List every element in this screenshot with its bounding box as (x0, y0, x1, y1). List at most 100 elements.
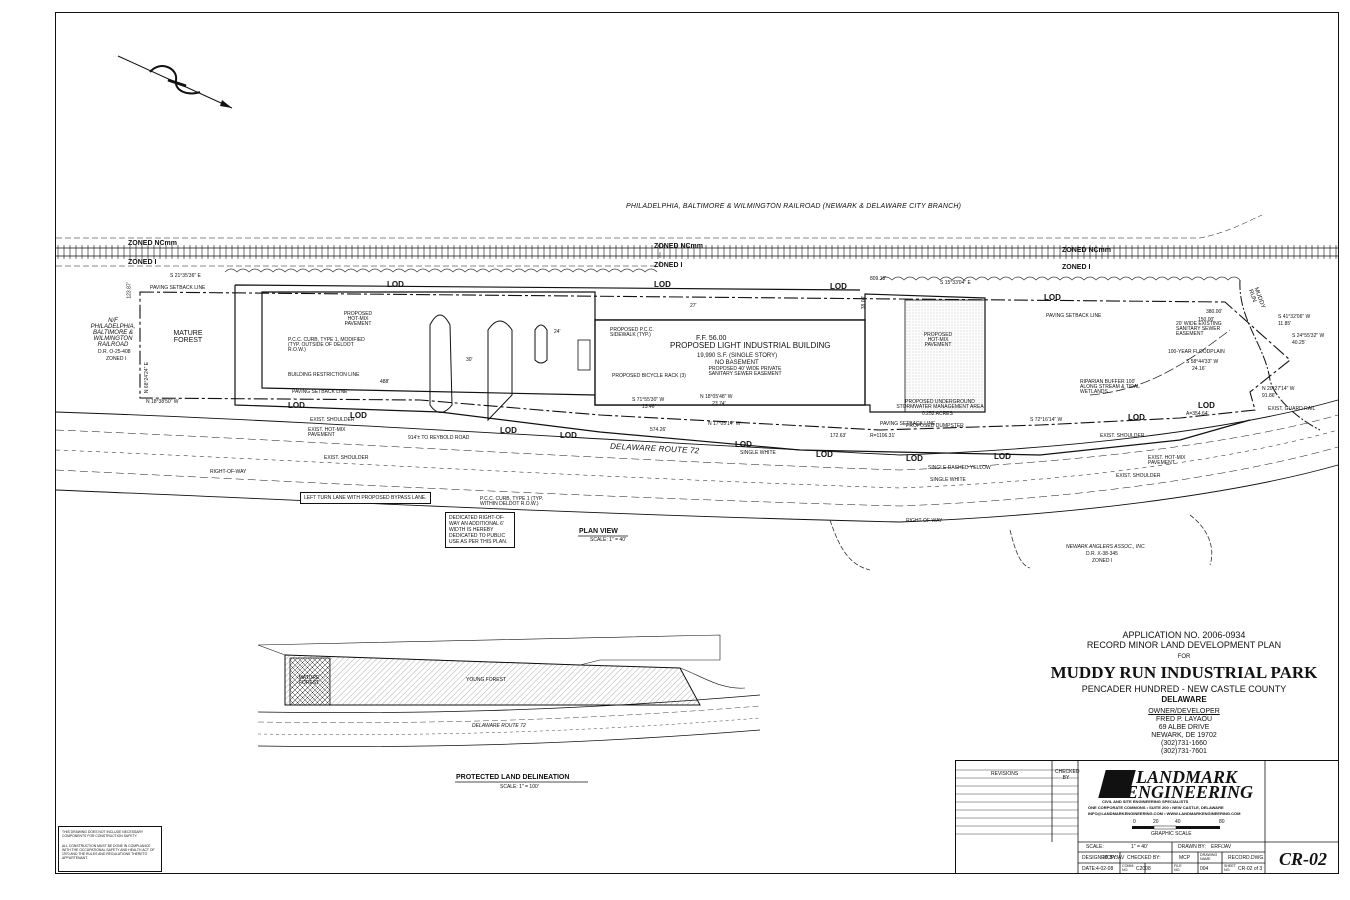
checked-by-heading: CHECKED BY (1055, 769, 1080, 781)
sheet-value: CR-02 of 3 (1238, 866, 1263, 872)
distance-label: 24.16' (1192, 366, 1206, 372)
file-label: FILE NO. (1174, 864, 1182, 872)
logo-subtitle: CIVIL AND SITE ENGINEERING SPECIALISTS (1102, 799, 1189, 804)
distance-label: R=1106.31' (870, 433, 896, 439)
revisions-heading: REVISIONS (991, 771, 1019, 777)
distance-label: 24' (554, 329, 561, 335)
designed-label: DESIGNED BY: (1082, 855, 1118, 861)
riparian-label: RIPARIAN BUFFER 100' ALONG STREAM & TIDA… (1080, 379, 1140, 395)
building-sf-label: 19,990 S.F. (SINGLE STORY) (697, 353, 778, 359)
graphic-scale-bar (1132, 825, 1220, 830)
project-name: MUDDY RUN INDUSTRIAL PARK (1050, 662, 1318, 682)
bearing-label: N 20°27'14" W (1262, 386, 1295, 392)
title-block-grid (955, 760, 1338, 874)
railroad-label: PHILADELPHIA, BALTIMORE & WILMINGTON RAI… (626, 203, 962, 210)
drawing-name-label: DRAWING NAME (1200, 853, 1218, 861)
distance-label: 23.74' (712, 401, 726, 407)
distance-label: 13.46' (642, 404, 656, 410)
distance-label: A=354.64' (1186, 411, 1209, 417)
shoulder-label: EXIST. SHOULDER (310, 417, 355, 423)
curb-label: P.C.C. CURB, TYPE 1, MODIFIED (TYP. OUTS… (288, 337, 365, 353)
building-footprint (594, 319, 866, 406)
bearing-label: S 72°16'14" W (1030, 417, 1063, 423)
note: ALL CONSTRUCTION MUST BE DONE IN COMPLIA… (62, 844, 155, 861)
sewer-easement-label: PROPOSED 40' WIDE PRIVATE SANITARY SEWER… (708, 366, 782, 377)
left-turn-callout: LEFT TURN LANE WITH PROPOSED BYPASS LANE… (300, 492, 431, 504)
graphic-scale-label: GRAPHIC SCALE (1151, 831, 1192, 837)
bearing-label: S 58°44'33" W (1186, 359, 1219, 365)
building-restriction-label: BUILDING RESTRICTION LINE (288, 372, 360, 378)
lod-label: LOD (288, 401, 305, 410)
distance-label: 488' (380, 379, 390, 385)
comm-value: C2008 (1136, 866, 1151, 872)
sewer-easement-label: 20' WIDE EXISTING SANITARY SEWER EASEMEN… (1176, 321, 1222, 337)
zone-label: ZONED NCmm (654, 243, 704, 250)
lod-label: LOD (387, 280, 404, 289)
dumpster-label: PROPOSED DUMPSTER (906, 423, 964, 429)
drawing-name-value: RECORD.DWG (1228, 855, 1264, 861)
logo-contact: INFO@LANDMARKENGINEERING.COM • WWW.LANDM… (1088, 811, 1241, 816)
bearing-label: S 15°33'04" E (940, 280, 971, 286)
logo-address: ONE CORPORATE COMMONS • SUITE 200 • NEW … (1088, 805, 1224, 810)
lod-label: LOD (816, 450, 833, 459)
zone-note: ZONED I (1092, 558, 1113, 564)
pavement-label: PROPOSED HOT-MIX PAVEMENT (343, 311, 373, 327)
state: DELAWARE (1161, 695, 1207, 705)
exist-pavement-label: EXIST. HOT-MIX PAVEMENT (308, 427, 346, 438)
deed-label: D.R. O-25-408 (98, 349, 131, 355)
protected-land-scale: SCALE: 1" = 100' (500, 784, 539, 790)
protected-land-title: PROTECTED LAND DELINEATION (456, 774, 570, 781)
owner-city: NEWARK, DE 19702 (1151, 731, 1217, 739)
curb-label: P.C.C. CURB, TYPE 1 (TYP. WITHIN DELDOT … (480, 496, 544, 507)
file-value: 004 (1200, 866, 1209, 872)
scale-tick: 40 (1175, 819, 1181, 825)
zone-label: ZONED NCmm (128, 240, 178, 247)
distance-label: 40.25' (1292, 340, 1306, 346)
general-notes-box: THIS DRAWING DOES NOT INCLUDE NECESSARY … (58, 826, 162, 872)
distance-label: 150.00' (1198, 317, 1215, 323)
lod-label: LOD (350, 411, 367, 420)
company-logo: LANDMARK ENGINEERING CIVIL AND SITE ENGI… (1082, 766, 1262, 818)
mature-forest-label: MATURE FOREST (173, 330, 203, 344)
drawn-value: ERF/JAV (1211, 844, 1232, 850)
lod-label: LOD (654, 280, 671, 289)
bearing-label: S 21°35'36" E (170, 273, 201, 279)
route-label: DELAWARE ROUTE 72 (472, 723, 526, 729)
designed-value: MCP/JAV (1103, 855, 1125, 861)
zone-label: ZONED I (1062, 264, 1091, 271)
scale-label: SCALE: (1086, 844, 1104, 850)
stormwater-label: PROPOSED UNDERGROUND STORMWATER MANAGEME… (896, 399, 984, 410)
scale-tick: 0 (1133, 819, 1136, 825)
distance-label: 123.87' (126, 282, 133, 299)
callout-text: DEDICATED RIGHT-OF-WAY AN ADDITIONAL 6' … (449, 515, 508, 545)
railroad-owner-label: N/F PHILADELPHIA, BALTIMORE & WILMINGTON… (90, 318, 136, 348)
lod-label: LOD (1044, 293, 1061, 302)
paving-setback-label: PAVING SETBACK LINE (292, 389, 348, 395)
date-value: 4-02-08 (1096, 866, 1114, 872)
plan-type: RECORD MINOR LAND DEVELOPMENT PLAN (1086, 640, 1282, 651)
delaware-route-72 (55, 399, 1339, 523)
plan-view-title: PLAN VIEW (579, 528, 618, 535)
shoulder-label: EXIST. SHOULDER (1100, 433, 1145, 439)
north-arrow-icon (117, 55, 233, 109)
drawn-label: DRAWN BY: (1178, 844, 1206, 850)
stormwater-area (904, 299, 986, 413)
owner-phone: (302)731-7601 (1161, 747, 1207, 755)
sheet-title-block: REVISIONS CHECKED BY SCALE: 1" = 40' DRA… (955, 760, 1339, 874)
lod-label: LOD (994, 452, 1011, 461)
zone-label: ZONED I (128, 259, 157, 266)
building-name-label: PROPOSED LIGHT INDUSTRIAL BUILDING (670, 341, 831, 350)
project-title-block: APPLICATION NO. 2006-0934 RECORD MINOR L… (1040, 630, 1328, 756)
single-yellow-label: SINGLE DASHED YELLOW (928, 465, 991, 471)
paving-setback-label: PAVING SETBACK LINE (150, 285, 206, 291)
logo-line1: LANDMARK (1136, 767, 1238, 787)
zone-label: ZONED NCmm (1062, 247, 1112, 254)
right-of-way-label: RIGHT-OF-WAY (906, 518, 943, 524)
owner-address: 69 ALBE DRIVE (1158, 723, 1210, 731)
note: THIS DRAWING DOES NOT INCLUDE NECESSARY … (62, 830, 144, 839)
comm-label: COMM. NO. (1122, 864, 1135, 872)
paving-setback-label: PAVING SETBACK LINE (880, 421, 936, 427)
bicycle-rack-label: PROPOSED BICYCLE RACK (3) (612, 373, 686, 379)
checked-value: MCP (1179, 855, 1191, 861)
